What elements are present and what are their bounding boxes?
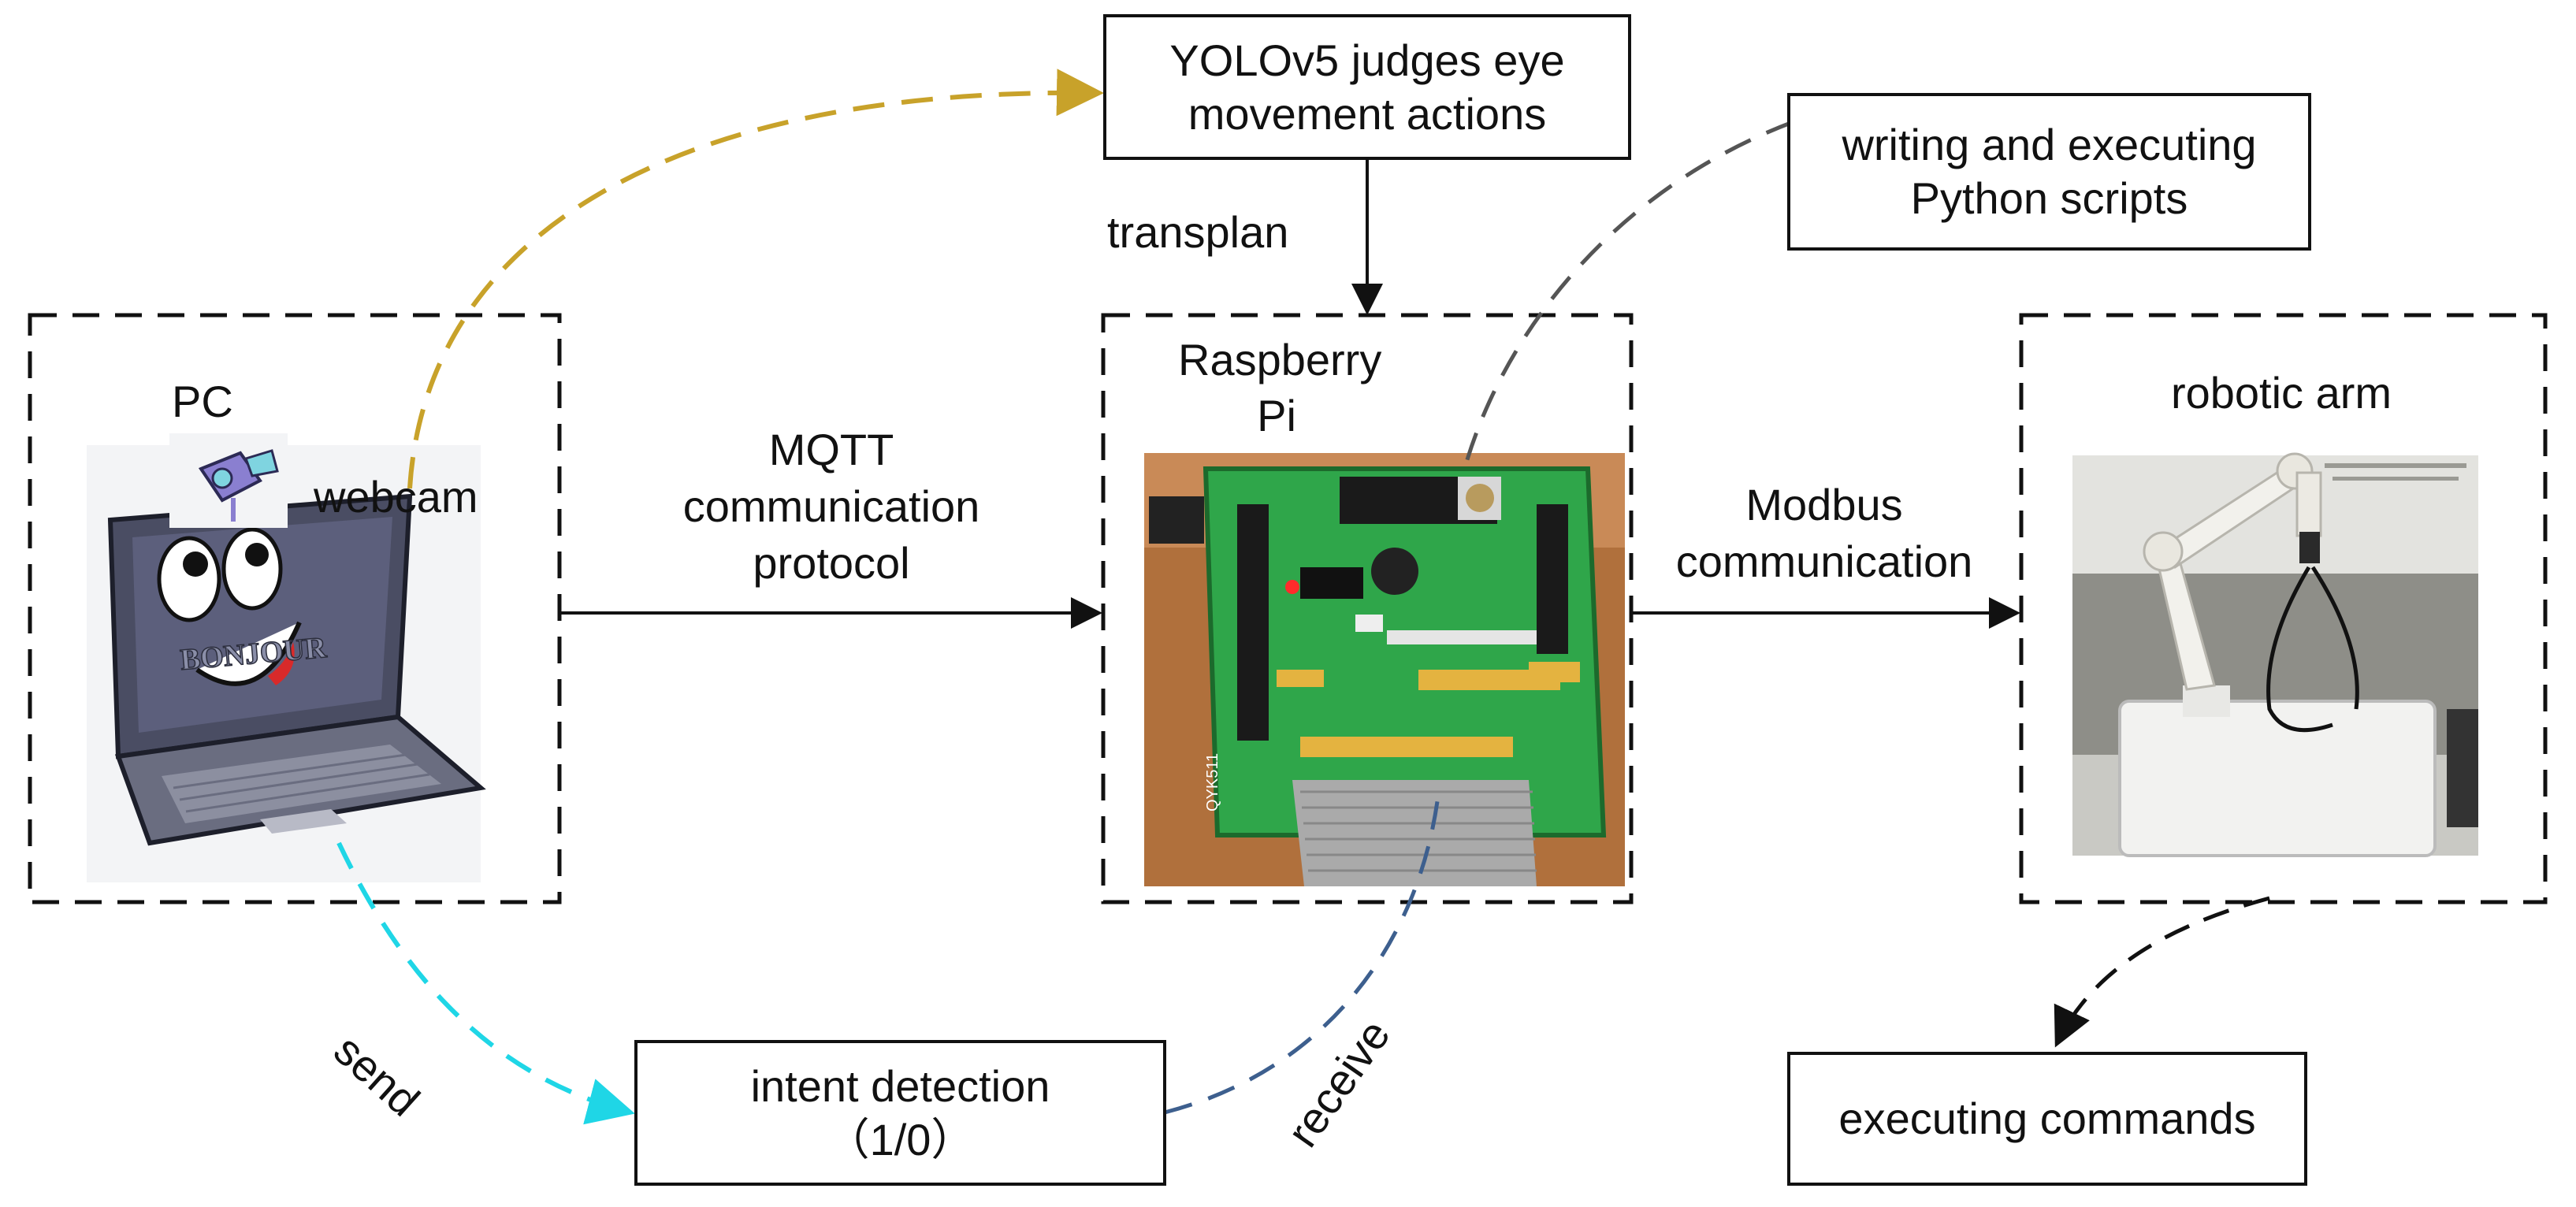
transplan-label: transplan: [1107, 207, 1289, 257]
board-text: QYK511: [1204, 753, 1221, 811]
webcam-label: webcam: [314, 472, 478, 522]
webcam-icon: [169, 433, 288, 528]
yolo-line2: movement actions: [1188, 88, 1547, 139]
pc-title: PC: [172, 377, 233, 426]
execute-arc: [2054, 896, 2270, 1048]
python-line1: writing and executing: [1842, 120, 2257, 169]
webcam-to-yolo-arc: [407, 69, 1104, 489]
yolo-line1: YOLOv5 judges eye: [1169, 35, 1565, 85]
raspberry-pi-title-line1: Raspberry: [1178, 335, 1382, 384]
modbus-label-line2: communication: [1675, 537, 1973, 586]
executing-commands-box: executing commands: [1787, 1052, 2307, 1186]
robotic-arm-title: robotic arm: [2170, 368, 2392, 418]
intent-line2: （1/0）: [825, 1114, 976, 1164]
send-arc: [336, 841, 635, 1125]
robotic-arm-container: [2019, 313, 2548, 904]
modbus-label-line1: Modbus: [1745, 480, 1903, 529]
executing-label: executing commands: [1838, 1094, 2256, 1143]
receive-arc: [1164, 795, 1440, 1115]
robotic-arm-illustration: [2072, 452, 2478, 857]
mqtt-label-line1: MQTT: [768, 425, 894, 474]
mqtt-label-line2: communication: [682, 481, 980, 531]
intent-line1: intent detection: [750, 1060, 1050, 1111]
raspberry-pi-title-line2: Pi: [1257, 391, 1296, 440]
raspberry-pi-board-illustration: QYK511: [1144, 453, 1625, 886]
yolo-box: YOLOv5 judges eye movement actions: [1103, 14, 1631, 160]
intent-box: intent detection （1/0）: [634, 1040, 1166, 1186]
mqtt-label-line3: protocol: [753, 538, 910, 588]
raspberry-pi-container: [1101, 313, 1634, 904]
python-line2: Python scripts: [1910, 173, 2188, 223]
python-box: writing and executing Python scripts: [1787, 93, 2311, 251]
python-to-pi-arc: [1463, 120, 1794, 466]
pc-container: [28, 313, 562, 904]
